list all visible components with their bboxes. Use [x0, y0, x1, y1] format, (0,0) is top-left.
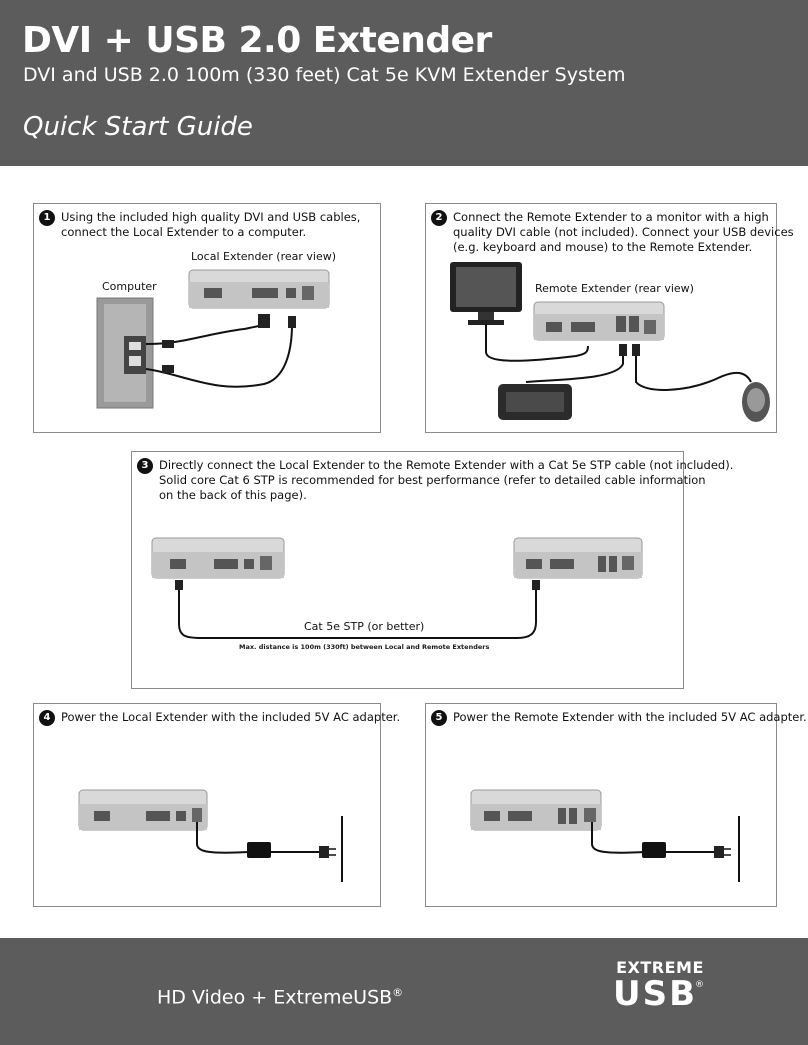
logo-bottom-text: USB	[613, 974, 698, 1014]
power-cable	[196, 822, 319, 854]
step-4-diagram	[78, 789, 343, 882]
local-extender-label: Local Extender (rear view)	[191, 250, 337, 263]
page-subtitle: DVI and USB 2.0 100m (330 feet) Cat 5e K…	[23, 64, 626, 86]
cat5-cable	[178, 584, 537, 639]
step-1-diagram	[96, 269, 330, 409]
step-2-text-line-3: (e.g. keyboard and mouse) to the Remote …	[453, 240, 753, 254]
power-adapter-icon	[642, 842, 666, 858]
power-adapter-icon	[247, 842, 271, 858]
max-distance-note: Max. distance is 100m (330ft) between Lo…	[239, 643, 490, 651]
computer-label: Computer	[102, 280, 157, 293]
guide-title: Quick Start Guide	[23, 112, 253, 142]
step-2-diagram	[450, 262, 770, 422]
step-2-number: 2	[431, 210, 447, 226]
step-3-text-line-2: Solid core Cat 6 STP is recommended for …	[159, 473, 706, 487]
step-5-diagram	[470, 789, 740, 882]
step-5-panel: 5 Power the Remote Extender with the inc…	[425, 703, 807, 907]
footer-banner: HD Video + ExtremeUSB® EXTREME USB ®	[0, 938, 808, 1045]
mouse-cable	[635, 352, 752, 391]
plug-icon	[714, 846, 724, 858]
keyboard-cable	[525, 352, 624, 383]
step-3-diagram	[151, 537, 643, 639]
step-4-text-line-1: Power the Local Extender with the includ…	[61, 710, 401, 724]
remote-extender-label: Remote Extender (rear view)	[535, 282, 694, 295]
cable-label: Cat 5e STP (or better)	[304, 620, 425, 633]
footer-tagline: HD Video + ExtremeUSB®	[157, 986, 403, 1008]
step-3-text-line-1: Directly connect the Local Extender to t…	[159, 458, 734, 472]
step-3-panel: 3 Directly connect the Local Extender to…	[131, 451, 733, 689]
usb-cable	[145, 323, 293, 388]
step-1-text-line-2: connect the Local Extender to a computer…	[61, 225, 307, 239]
step-3-number: 3	[137, 458, 153, 474]
step-1-text-line-1: Using the included high quality DVI and …	[61, 210, 361, 224]
step-2-text-line-1: Connect the Remote Extender to a monitor…	[453, 210, 769, 224]
footer-tagline-text: HD Video + ExtremeUSB	[157, 986, 393, 1009]
logo-top-text: EXTREME	[616, 958, 704, 977]
extremeusb-logo: EXTREME USB ®	[595, 958, 725, 1028]
step-1-number: 1	[39, 210, 55, 226]
page-title: DVI + USB 2.0 Extender	[22, 20, 492, 61]
plug-icon	[319, 846, 329, 858]
logo-mark: ®	[695, 980, 704, 990]
step-4-number: 4	[39, 710, 55, 726]
step-5-text-line-1: Power the Remote Extender with the inclu…	[453, 710, 807, 724]
power-cable	[591, 822, 714, 854]
monitor-dvi-cable	[485, 324, 589, 362]
footer-tagline-mark: ®	[392, 986, 404, 999]
step-3-text-line-3: on the back of this page).	[159, 488, 307, 502]
step-4-panel: 4 Power the Local Extender with the incl…	[33, 703, 400, 907]
step-1-panel: 1 Using the included high quality DVI an…	[33, 203, 381, 433]
step-2-panel: 2 Connect the Remote Extender to a monit…	[425, 203, 794, 433]
step-5-number: 5	[431, 710, 447, 726]
step-2-text-line-2: quality DVI cable (not included). Connec…	[453, 225, 794, 239]
header-banner: DVI + USB 2.0 Extender DVI and USB 2.0 1…	[0, 0, 808, 166]
